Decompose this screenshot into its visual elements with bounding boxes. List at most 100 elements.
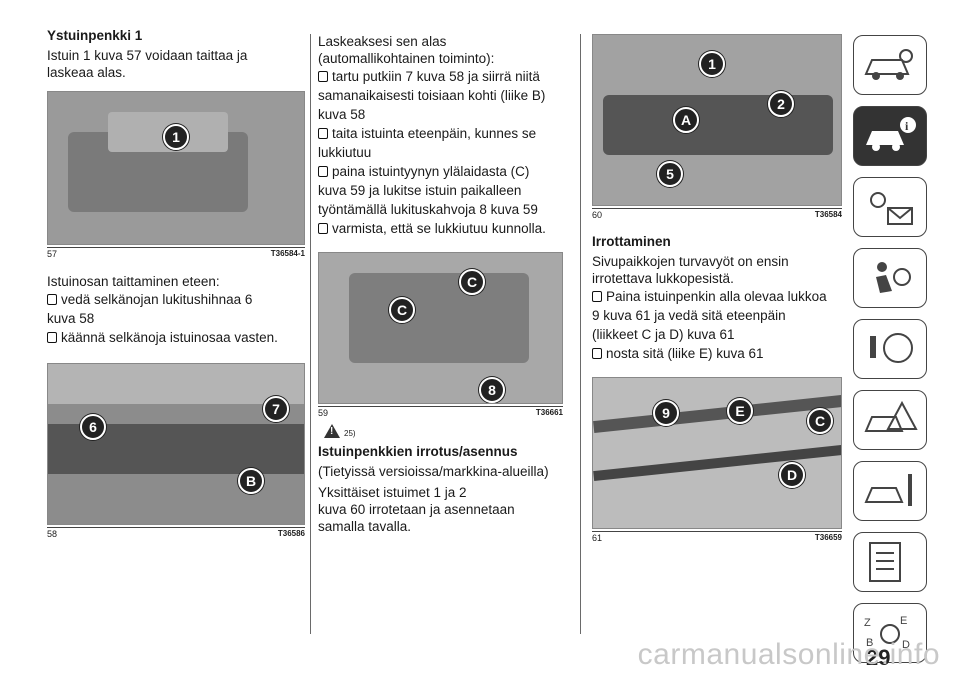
figure-caption: 59 T36661 [318, 406, 563, 418]
bullet-item: varmista, että se lukkiutuu kunnolla. [318, 219, 563, 238]
paragraph: irrotettava lukkopesistä. [592, 271, 734, 286]
callout-C: C [807, 408, 833, 434]
callout-7: 7 [263, 396, 289, 422]
bullet-box-icon [318, 166, 328, 177]
figure-caption: 57 T36584-1 [47, 247, 305, 259]
paragraph: Istuinosan taittaminen eteen: [47, 274, 220, 289]
callout-8: 8 [479, 377, 505, 403]
section-heading: Istuinpenkkien irrotus/asennus [318, 444, 518, 459]
figure-code: T36584 [814, 210, 842, 219]
bullet-box-icon [592, 348, 602, 359]
page-number: 29 [866, 645, 891, 670]
chapter-sidebar: i Z E B D [853, 35, 927, 674]
paragraph: (automallikohtainen toiminto): [318, 51, 495, 66]
bullet-box-icon [592, 291, 602, 302]
figure-caption: 60 T36584 [592, 208, 842, 220]
column-divider [580, 34, 581, 634]
bullet-item: käännä selkänoja istuinosaa vasten. [47, 328, 305, 347]
warning-ref: 25) [324, 424, 563, 438]
bullet-continuation: kuva 59 ja lukitse istuin paikalleen [318, 183, 522, 198]
bullet-continuation: työntämällä lukituskahvoja 8 kuva 59 [318, 202, 538, 217]
warning-icon [324, 424, 340, 438]
callout-2: 2 [768, 91, 794, 117]
bullet-item: tartu putkiin 7 kuva 58 ja siirrä niitä [318, 67, 563, 86]
callout-A: A [673, 107, 699, 133]
bullet-box-icon [47, 332, 57, 343]
bullet-item: taita istuinta eteenpäin, kunnes se [318, 124, 563, 143]
steering-key-icon[interactable] [853, 319, 927, 379]
callout-5: 5 [657, 161, 683, 187]
callout-E: E [727, 398, 753, 424]
callout-1: 1 [163, 124, 189, 150]
figure-60: 1 2 A 5 60 T36584 [592, 34, 842, 220]
figure-58: 6 7 B 58 T36586 [47, 363, 305, 539]
figure-59: C C 8 59 T36661 [318, 252, 563, 418]
car-info-icon[interactable]: i [853, 106, 927, 166]
watermark-text: carmanualsonline.info [637, 638, 940, 671]
column-1: Ystuinpenkki 1 Istuin 1 kuva 57 voidaan … [47, 28, 305, 539]
figure-number: 57 [47, 249, 58, 259]
svg-text:i: i [905, 119, 909, 133]
figure-number: 61 [592, 533, 603, 543]
callout-1: 1 [699, 51, 725, 77]
callout-C: C [459, 269, 485, 295]
paragraph: samalla tavalla. [318, 519, 412, 534]
paragraph: (Tietyissä versioissa/markkina-alueilla) [318, 464, 549, 479]
figure-code: T36586 [277, 529, 305, 538]
bullet-continuation: kuva 58 [47, 311, 95, 326]
lights-mail-icon[interactable] [853, 177, 927, 237]
figure-image: 1 [47, 91, 305, 245]
figure-number: 58 [47, 529, 58, 539]
figure-code: T36584-1 [270, 249, 305, 258]
figure-image: 1 2 A 5 [592, 34, 842, 206]
figure-code: T36661 [535, 408, 563, 417]
figure-57: 1 57 T36584-1 [47, 91, 305, 259]
bullet-item: paina istuintyynyn ylälaidasta (C) [318, 162, 563, 181]
document-list-icon[interactable] [853, 532, 927, 592]
paragraph: Laskeaksesi sen alas [318, 34, 447, 49]
bullet-continuation: kuva 58 [318, 107, 366, 122]
section-heading: Irrottaminen [592, 234, 671, 249]
svg-text:D: D [902, 639, 910, 651]
bullet-box-icon [318, 71, 328, 82]
bullet-continuation: lukkiutuu [318, 145, 372, 160]
paragraph: Yksittäiset istuimet 1 ja 2 [318, 485, 467, 500]
figure-caption: 58 T36586 [47, 527, 305, 539]
bullet-item: Paina istuinpenkin alla olevaa lukkoa [592, 287, 842, 306]
callout-C: C [389, 297, 415, 323]
paragraph: Istuin 1 kuva 57 voidaan taittaa ja lask… [47, 48, 248, 80]
car-tools-icon[interactable] [853, 461, 927, 521]
figure-number: 59 [318, 408, 329, 418]
figure-image: 6 7 B [47, 363, 305, 525]
car-search-icon[interactable] [853, 35, 927, 95]
section-heading: Ystuinpenkki 1 [47, 28, 143, 43]
figure-number: 60 [592, 210, 603, 220]
warning-car-icon[interactable] [853, 390, 927, 450]
paragraph: kuva 60 irrotetaan ja asennetaan [318, 502, 515, 517]
bullet-continuation: samanaikaisesti toisiaan kohti (liike B) [318, 88, 546, 103]
figure-image: 9 E C D [592, 377, 842, 529]
svg-text:B: B [866, 637, 873, 649]
figure-caption: 61 T36659 [592, 531, 842, 543]
callout-D: D [779, 462, 805, 488]
alphabet-index-icon[interactable]: Z E B D [853, 603, 927, 663]
paragraph: Sivupaikkojen turvavyöt on ensin [592, 254, 789, 269]
callout-B: B [238, 468, 264, 494]
figure-code: T36659 [814, 533, 842, 542]
svg-text:Z: Z [864, 617, 871, 629]
bullet-item: nosta sitä (liike E) kuva 61 [592, 344, 842, 363]
callout-6: 6 [80, 414, 106, 440]
svg-text:E: E [900, 615, 907, 627]
bullet-item: vedä selkänojan lukitushihnaa 6 [47, 290, 305, 309]
column-2: Laskeaksesi sen alas (automallikohtainen… [318, 33, 563, 535]
airbag-icon[interactable] [853, 248, 927, 308]
column-3: 1 2 A 5 60 T36584 Irrottaminen Sivupaikk… [592, 34, 842, 543]
callout-9: 9 [653, 400, 679, 426]
bullet-box-icon [47, 294, 57, 305]
bullet-box-icon [318, 128, 328, 139]
figure-61: 9 E C D 61 T36659 [592, 377, 842, 543]
bullet-box-icon [318, 223, 328, 234]
figure-image: C C 8 [318, 252, 563, 404]
bullet-continuation: 9 kuva 61 ja vedä sitä eteenpäin [592, 308, 786, 323]
bullet-continuation: (liikkeet C ja D) kuva 61 [592, 327, 735, 342]
